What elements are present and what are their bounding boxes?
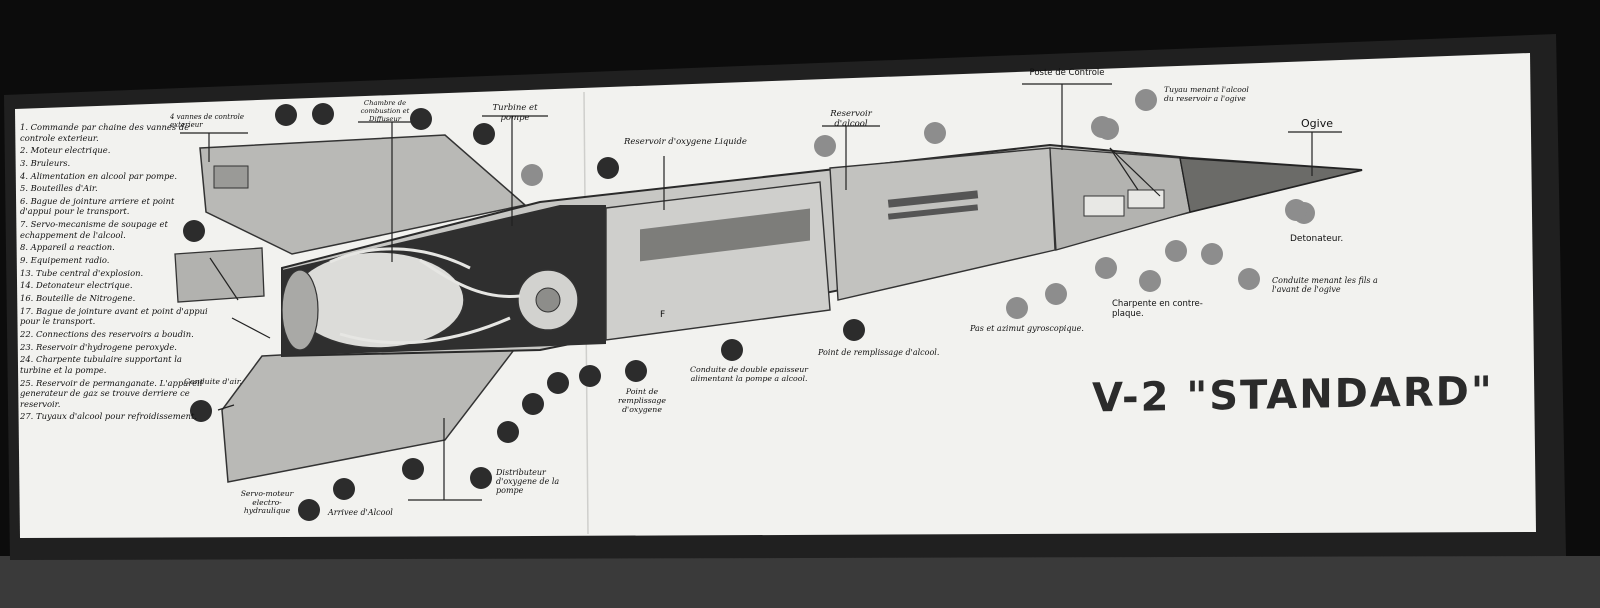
label-point-alcool: Point de remplissage d'alcool. (818, 348, 940, 357)
callout-5 (521, 164, 543, 186)
poster-title: V-2 "STANDARD" (1092, 368, 1494, 422)
label-conduite-air: Conduite d'air. (184, 377, 243, 386)
alcohol-tank-strap (887, 190, 979, 208)
warhead (1179, 157, 1363, 213)
ground-strip (0, 556, 1600, 608)
legend-item: 7. Servo-mecanisme de soupage et echappe… (20, 219, 168, 240)
callout-26 (497, 421, 519, 443)
callout-14 (1201, 243, 1223, 265)
nozzle-throat (281, 269, 319, 351)
label-servo: Servo-moteur electro-hydraulique (240, 489, 294, 516)
callout-30 (298, 499, 320, 521)
legend-item: 2. Moteur electrique. (20, 145, 111, 156)
label-distributeur: Distributeur d'oxygene de la pompe (496, 468, 560, 496)
callout-4 (473, 123, 495, 145)
callout-18 (1006, 297, 1028, 319)
label-conduite-fils: Conduite menant les fils a l'avant de l'… (1272, 276, 1378, 295)
oxygen-tank-inner (640, 208, 810, 262)
label-point-oxygene: Point de remplissage d'oxygene (618, 387, 666, 414)
label-conduite-double: Conduite de double epaisseur alimentant … (690, 365, 808, 383)
legend-item: 24. Charpente tubulaire supportant la tu… (20, 354, 182, 375)
callout-33 (1285, 199, 1307, 221)
fin-bracket (213, 165, 249, 189)
label-charpente: Charpente en contre-plaque. (1112, 299, 1203, 319)
callout-7 (814, 135, 836, 157)
legend-item: 22. Connections des reservoirs a boudin. (20, 328, 194, 339)
legend-item: 14. Detonateur electrique. (20, 280, 133, 291)
label-arrivee: Arrivee d'Alcool (328, 508, 393, 517)
callout-1 (275, 104, 297, 126)
callout-25 (522, 393, 544, 415)
feed-pipes (329, 247, 521, 345)
alcohol-tank-strap-2 (887, 204, 979, 220)
legend-item: 17. Bague de jointure avant et point d'a… (20, 305, 208, 327)
label-turbine: Turbine et pompe (492, 103, 538, 123)
legend-item: 23. Reservoir d'hydrogene peroxyde. (20, 341, 177, 352)
legend-item: 13. Tube central d'explosion. (20, 267, 144, 278)
callout-27 (402, 458, 424, 480)
legend-item: 16. Bouteille de Nitrogene. (20, 293, 136, 304)
callout-13 (1165, 240, 1187, 262)
callout-10 (1135, 89, 1157, 111)
label-fuel-mark: F (660, 310, 666, 320)
callout-markers (183, 89, 1315, 521)
legend-item: 25. Reservoir de permanganate. L'apparei… (20, 377, 203, 409)
rear-fin (174, 247, 265, 303)
label-vannes: 4 vannes de controle exterieur (170, 113, 245, 130)
callout-6 (597, 157, 619, 179)
legend-list: 1. Commande par chaine des vannes de con… (20, 122, 208, 424)
legend-item: 6. Bague de jointure arriere et point d'… (20, 195, 175, 217)
upper-fin (199, 134, 527, 255)
callout-8 (924, 122, 946, 144)
callout-16 (1095, 257, 1117, 279)
leader-lines (180, 83, 1342, 501)
callout-3 (410, 108, 432, 130)
label-detonateur: Detonateur. (1290, 234, 1344, 244)
control-equipment-2 (1127, 189, 1165, 209)
callout-20 (843, 319, 865, 341)
label-alcool-reservoir: Reservoir d'alcool (830, 109, 872, 129)
legend-item: 1. Commande par chaine des vannes de con… (20, 122, 190, 143)
label-chambre: Chambre de combustion et Diffuseur (360, 99, 410, 123)
callout-24 (547, 372, 569, 394)
callout-9 (183, 220, 205, 242)
legend-item: 27. Tuyaux d'alcool pour refroidissement… (20, 411, 198, 422)
legend-item: 9. Equipement radio. (20, 255, 110, 265)
callout-32 (1091, 116, 1113, 138)
legend-item: 3. Bruleurs. (20, 157, 71, 168)
callout-22 (625, 360, 647, 382)
callout-29 (333, 478, 355, 500)
label-ogive: Ogive (1301, 117, 1333, 130)
label-oxygene: Reservoir d'oxygene Liquide (624, 137, 747, 147)
callout-31 (190, 400, 212, 422)
callout-17 (1045, 283, 1067, 305)
callout-28 (470, 467, 492, 489)
label-tuyau: Tuyau menant l'alcool du reservoir a l'o… (1164, 85, 1249, 103)
label-poste: Poste de Controle (1029, 68, 1105, 78)
callout-2 (312, 103, 334, 125)
legend-item: 5. Bouteilles d'Air. (20, 183, 98, 194)
callout-23 (579, 365, 601, 387)
legend-item: 8. Appareil a reaction. (20, 242, 115, 253)
callout-15 (1139, 270, 1161, 292)
legend-item: 4. Alimentation en alcool par pompe. (20, 170, 177, 181)
label-pas-azimut: Pas et azimut gyroscopique. (970, 324, 1084, 333)
alcohol-tank (829, 147, 1056, 301)
callout-21 (721, 339, 743, 361)
control-equipment-1 (1083, 195, 1125, 217)
callout-19 (1238, 268, 1260, 290)
turbopump-hub (535, 287, 561, 313)
